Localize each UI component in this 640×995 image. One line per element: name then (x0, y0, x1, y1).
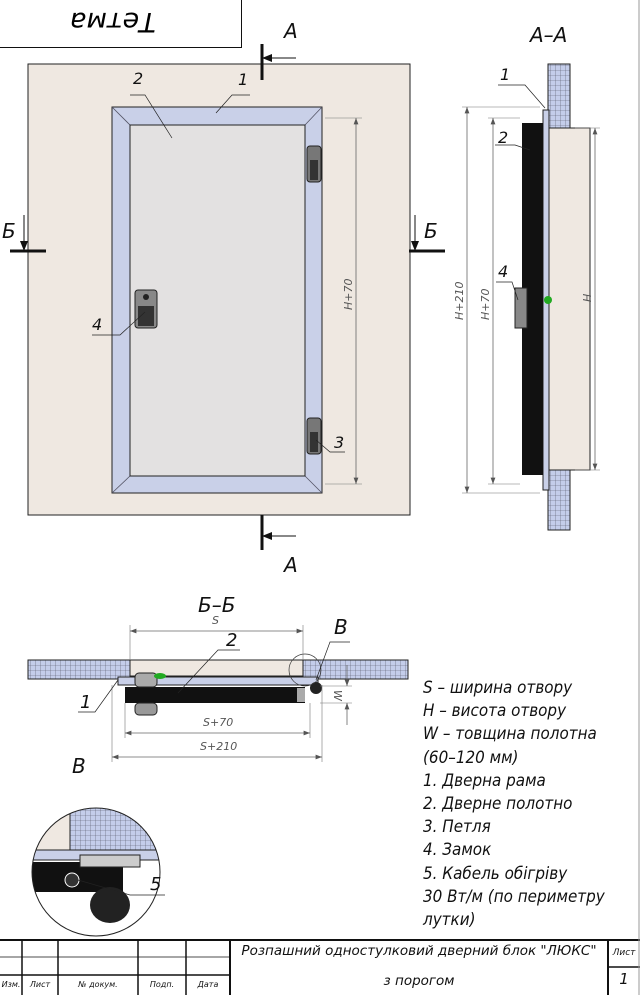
col-date: Дата (197, 980, 219, 989)
legend: S – ширина отвору H – висота отвору W – … (423, 676, 605, 931)
col-sign: Подп. (149, 980, 175, 989)
legend-item: W – товщина полотна (423, 724, 597, 744)
drawing-title-line1: Розпашний одностулковий дверний блок "ЛЮ… (241, 943, 597, 959)
legend-item: 5. Кабель обігріву (423, 863, 568, 883)
callout-2-bb: 2 (226, 630, 237, 651)
drawing-title-line2: з порогом (383, 973, 455, 989)
legend-item: лутки) (423, 910, 476, 930)
col-doc: № докум. (78, 980, 118, 989)
dim-w: W (331, 690, 344, 702)
callout-1-bb: 1 (80, 692, 91, 713)
legend-item: 30 Вт/м (по периметру (423, 886, 605, 906)
section-mark-a-bottom: А (282, 553, 298, 577)
front-view: H+70 1 2 3 4 А А Б Б (2, 19, 445, 577)
detail-mark-v: В (334, 615, 348, 639)
legend-item: 3. Петля (423, 817, 491, 837)
hinge-icon (306, 145, 322, 183)
section-mark-b-left: Б (2, 219, 16, 243)
title-block: Изм. Лист № докум. Подп. Дата Розпашний … (0, 940, 640, 995)
detail-v-title: В (72, 754, 86, 778)
dim-s210: S+210 (200, 740, 237, 753)
callout-2: 2 (133, 69, 143, 88)
col-izm: Изм. (1, 980, 21, 989)
dim-s: S (212, 614, 219, 627)
dim-h210: H+210 (453, 282, 466, 320)
dim-h70: H+70 (342, 279, 355, 311)
legend-item: S – ширина отвору (423, 678, 573, 697)
door-panel (125, 687, 305, 703)
callout-4-aa: 4 (498, 262, 508, 281)
detail-v: В 5 (31, 754, 165, 937)
legend-item: 4. Замок (423, 840, 492, 860)
lock-icon (134, 289, 158, 329)
section-aa-title: А–А (528, 23, 567, 47)
legend-item: H – висота отвору (423, 701, 567, 721)
dim-s70: S+70 (203, 716, 233, 729)
legend-item: (60–120 мм) (423, 747, 519, 767)
section-mark-a-top: А (282, 19, 298, 43)
section-bb-title: Б–Б (198, 593, 235, 617)
legend-item: 1. Дверна рама (423, 770, 546, 790)
section-aa: А–А H+210 H+70 H 1 2 4 (453, 23, 600, 531)
section-bb: Б–Б S S+70 S+210 W 1 2 В (27, 593, 409, 762)
dim-h: H (581, 294, 594, 302)
callout-1-aa: 1 (500, 65, 510, 84)
door-leaf (129, 124, 306, 477)
callout-5: 5 (150, 874, 161, 895)
door-panel (522, 123, 543, 475)
sheet-label: Лист (612, 948, 636, 958)
dim-h70-aa: H+70 (479, 289, 492, 321)
legend-item: 2. Дверне полотно (423, 794, 573, 814)
hinge-icon (306, 417, 322, 455)
sheet-number: 1 (619, 970, 629, 988)
callout-1: 1 (238, 70, 248, 89)
callout-4: 4 (92, 315, 102, 334)
header-box: Тетма (0, 0, 242, 48)
col-list: Лист (29, 980, 51, 989)
callout-2-aa: 2 (498, 128, 508, 147)
callout-3: 3 (334, 433, 344, 452)
section-mark-b-right: Б (424, 219, 438, 243)
